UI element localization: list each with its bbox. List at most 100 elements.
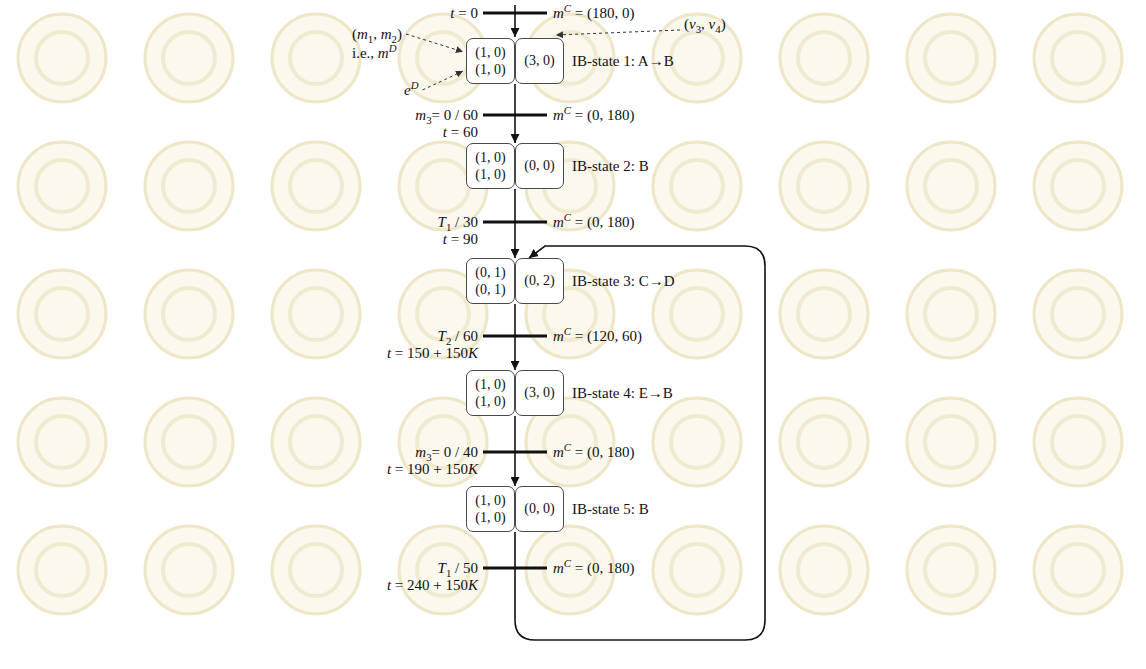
watermark-logo — [798, 544, 850, 596]
vector-text: (1, 0) — [475, 376, 505, 394]
watermark-logo — [671, 544, 723, 596]
math-glyph: D — [411, 79, 419, 91]
math-glyph: K — [468, 345, 478, 361]
math-glyph: m — [415, 444, 426, 460]
watermark-logo — [925, 544, 977, 596]
math-glyph: t — [443, 231, 447, 247]
watermark-logo — [163, 416, 215, 468]
math-glyph: m — [553, 444, 564, 460]
math-glyph: t — [387, 461, 391, 477]
watermark-logo — [780, 14, 868, 102]
watermark-logo — [1052, 544, 1104, 596]
watermark-logo — [1052, 160, 1104, 212]
math-glyph: m — [381, 26, 392, 42]
math-glyph: C — [564, 104, 571, 116]
watermark-logo — [1052, 32, 1104, 84]
watermark-logo — [1034, 398, 1122, 486]
vector-text: (1, 0) — [475, 492, 505, 510]
state-vector-box: (1, 0)(1, 0) — [466, 370, 515, 416]
watermark-logo — [272, 270, 360, 358]
watermark-logo — [907, 14, 995, 102]
time-label: t = 150 + 150K — [387, 344, 478, 362]
watermark-logo — [36, 544, 88, 596]
watermark-logo — [145, 398, 233, 486]
vector-text: (1, 0) — [475, 44, 505, 62]
state-label: IB-state 3: C→D — [572, 272, 675, 290]
vector-text: (1, 0) — [475, 61, 505, 79]
math-glyph: 4 — [715, 23, 720, 35]
annotation-label: mC = (120, 60) — [553, 327, 642, 345]
math-glyph: t — [387, 577, 391, 593]
time-label: T1 / 50 — [438, 559, 478, 577]
math-glyph: C — [564, 325, 571, 337]
vector-text: (1, 0) — [475, 509, 505, 527]
math-glyph: m — [553, 214, 564, 230]
annotation-label: mC = (180, 0) — [553, 4, 635, 22]
time-label: t = 0 — [450, 4, 478, 22]
math-glyph: C — [564, 441, 571, 453]
watermark-logo — [18, 398, 106, 486]
math-glyph: C — [564, 2, 571, 14]
watermark-logo — [290, 288, 342, 340]
time-label: t = 90 — [443, 230, 478, 248]
vector-text: (0, 2) — [524, 272, 554, 290]
watermark-logo — [417, 160, 469, 212]
watermark-logo — [272, 526, 360, 614]
vector-text: (0, 0) — [524, 500, 554, 518]
watermark-logo — [163, 544, 215, 596]
math-glyph: C — [564, 211, 571, 223]
watermark-logo — [907, 526, 995, 614]
state-vector-box: (1, 0)(1, 0) — [466, 486, 515, 532]
vector-text: (1, 0) — [475, 149, 505, 167]
time-label: T2 / 60 — [438, 327, 478, 345]
watermark-logo — [1034, 270, 1122, 358]
math-glyph: 3 — [426, 114, 431, 126]
watermark-logo — [798, 416, 850, 468]
watermark-logo — [145, 14, 233, 102]
math-glyph: m — [357, 26, 368, 42]
watermark-logo — [671, 416, 723, 468]
math-glyph: e — [404, 82, 411, 98]
watermark-logo — [290, 416, 342, 468]
demand-box: (3, 0) — [515, 38, 564, 84]
demand-box: (0, 0) — [515, 486, 564, 532]
watermark-logo — [798, 288, 850, 340]
watermark-logo — [18, 270, 106, 358]
math-glyph: T — [438, 328, 446, 344]
watermark-logo — [671, 32, 723, 84]
vector-text: (3, 0) — [524, 52, 554, 70]
math-glyph: m — [378, 45, 389, 61]
math-glyph: 3 — [696, 23, 701, 35]
math-glyph: T — [438, 214, 446, 230]
math-glyph: C — [564, 557, 571, 569]
flow-connector — [514, 189, 516, 258]
watermark-logo — [1052, 288, 1104, 340]
watermark-logo — [18, 14, 106, 102]
math-glyph: t — [387, 345, 391, 361]
watermark-logo — [925, 32, 977, 84]
time-label: m3= 0 / 40 — [415, 443, 478, 461]
time-label: t = 60 — [443, 123, 478, 141]
watermark-logo — [798, 32, 850, 84]
watermark-logo — [163, 160, 215, 212]
watermark-logo — [36, 288, 88, 340]
watermark-logo — [36, 416, 88, 468]
flow-connector — [514, 416, 516, 486]
vector-text: (0, 0) — [524, 157, 554, 175]
watermark-logo — [1034, 142, 1122, 230]
math-glyph: t — [450, 5, 454, 21]
watermark-logo — [145, 270, 233, 358]
vector-text: (1, 0) — [475, 393, 505, 411]
watermark-logo — [145, 526, 233, 614]
vector-text: (0, 1) — [475, 264, 505, 282]
watermark-logo — [1052, 416, 1104, 468]
math-glyph: K — [468, 461, 478, 477]
watermark-logo — [1034, 14, 1122, 102]
vector-text: (1, 0) — [475, 166, 505, 184]
annotation-label: mC = (0, 180) — [553, 106, 635, 124]
vector-text: (0, 1) — [475, 281, 505, 299]
watermark-logo — [290, 32, 342, 84]
watermark-logo — [18, 142, 106, 230]
math-glyph: 1 — [368, 33, 373, 45]
